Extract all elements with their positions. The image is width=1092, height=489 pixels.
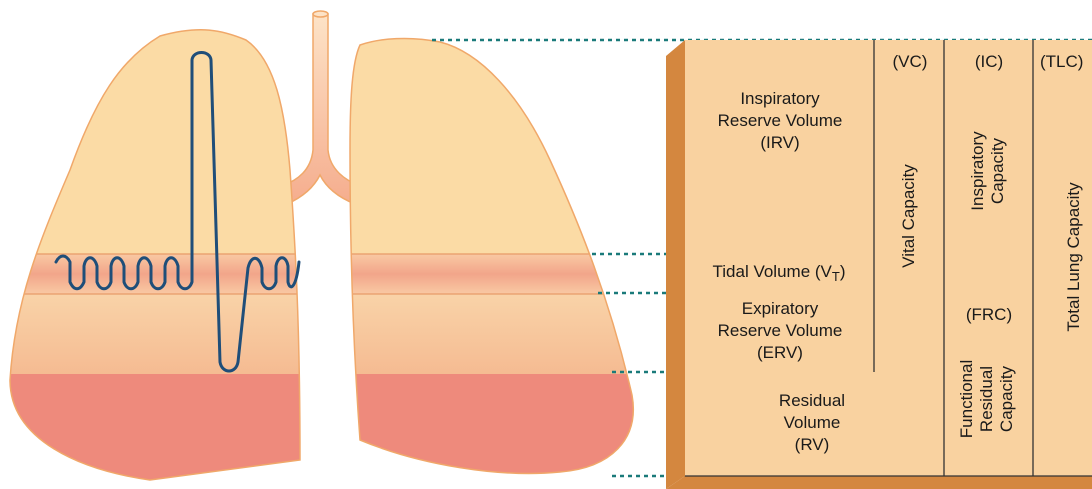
ic-name-line2: Capacity <box>988 111 1008 231</box>
rv-line3: (RV) <box>722 434 902 456</box>
irv-line1: Inspiratory <box>690 88 870 110</box>
left-lung <box>0 0 320 489</box>
right-lung <box>340 0 660 489</box>
irv-line3: (IRV) <box>690 132 870 154</box>
total-lung-capacity-label: Total Lung Capacity <box>1064 167 1086 347</box>
tidal-volume-text: Tidal Volume (V <box>713 262 832 281</box>
frc-name-line3: Capacity <box>997 351 1017 447</box>
vital-capacity-text: Vital Capacity <box>899 156 919 276</box>
rv-label: Residual Volume (RV) <box>722 390 902 456</box>
inspiratory-capacity-label: Inspiratory Capacity <box>968 111 1010 231</box>
erv-line1: Expiratory <box>690 298 870 320</box>
tidal-volume-sub: T <box>832 269 840 284</box>
ic-name-line1: Inspiratory <box>968 111 988 231</box>
frc-name-line1: Functional <box>957 351 977 447</box>
tidal-volume-close: ) <box>840 262 846 281</box>
irv-label: Inspiratory Reserve Volume (IRV) <box>690 88 870 154</box>
irv-line2: Reserve Volume <box>690 110 870 132</box>
erv-label: Expiratory Reserve Volume (ERV) <box>690 298 870 364</box>
trachea <box>282 11 360 204</box>
total-lung-capacity-text: Total Lung Capacity <box>1064 167 1084 347</box>
tlc-abbr: (TLC) <box>1040 51 1092 73</box>
vc-abbr: (VC) <box>876 51 944 73</box>
erv-line2: Reserve Volume <box>690 320 870 342</box>
frc-name-line2: Residual <box>977 351 997 447</box>
ic-abbr: (IC) <box>946 51 1032 73</box>
erv-line3: (ERV) <box>690 342 870 364</box>
functional-residual-capacity-label: Functional Residual Capacity <box>957 351 1019 447</box>
rv-line2: Volume <box>722 412 902 434</box>
frc-abbr: (FRC) <box>946 304 1032 326</box>
rv-line1: Residual <box>722 390 902 412</box>
tidal-volume-label: Tidal Volume (VT) <box>686 261 872 288</box>
vital-capacity-label: Vital Capacity <box>899 156 921 276</box>
